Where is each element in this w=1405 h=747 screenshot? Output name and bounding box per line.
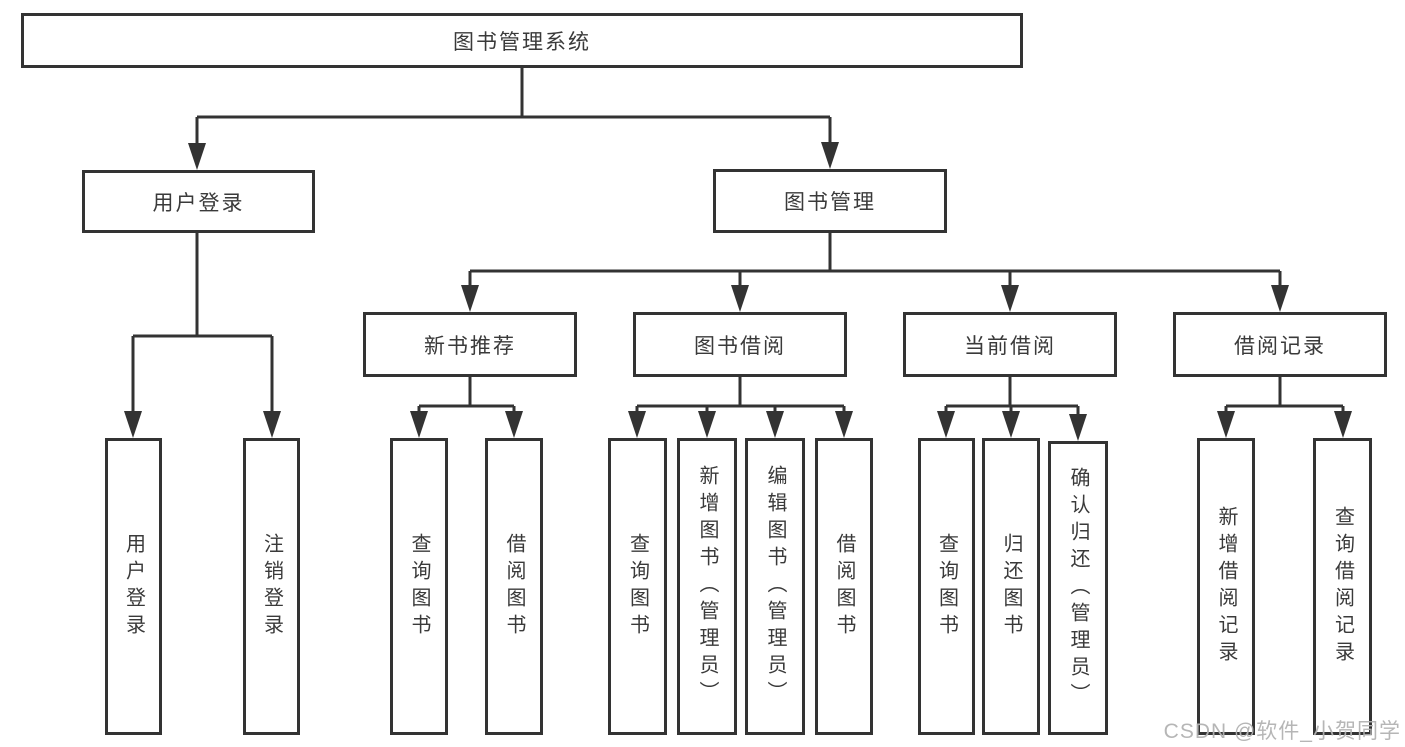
node-label: 归还图书 — [1000, 532, 1022, 641]
node-borrowing-records: 借阅记录 — [1173, 312, 1387, 377]
node-current-borrowing: 当前借阅 — [903, 312, 1117, 377]
node-label: 查询图书 — [626, 532, 649, 641]
node-label: 用户登录 — [152, 191, 245, 215]
node-borrow-borrow-books: 借阅图书 — [815, 438, 873, 735]
csdn-watermark: CSDN @软件_小贺同学 — [1163, 720, 1401, 743]
node-label: 查询借阅记录 — [1331, 505, 1354, 668]
node-label: 图书管理系统 — [453, 30, 591, 54]
node-label: 查询图书 — [935, 532, 958, 641]
node-borrow-add-books-admin: 新增图书（管理员） — [677, 438, 737, 735]
node-records-add-record: 新增借阅记录 — [1197, 438, 1255, 735]
node-current-return-books: 归还图书 — [982, 438, 1040, 735]
node-logout: 注销登录 — [243, 438, 300, 735]
node-label: 新书推荐 — [424, 334, 516, 358]
node-library-management-system: 图书管理系统 — [21, 13, 1023, 68]
node-label: 借阅记录 — [1234, 334, 1326, 358]
node-current-confirm-return-admin: 确认归还（管理员） — [1048, 441, 1108, 735]
node-recommend-query-books: 查询图书 — [390, 438, 448, 735]
node-recommend-borrow-books: 借阅图书 — [485, 438, 543, 735]
node-label: 图书借阅 — [694, 334, 786, 358]
node-label: 图书管理 — [784, 191, 876, 214]
node-records-query-record: 查询借阅记录 — [1313, 438, 1372, 735]
node-user-login-action: 用户登录 — [105, 438, 162, 735]
node-book-management: 图书管理 — [713, 169, 947, 233]
node-label: 借阅图书 — [833, 532, 855, 641]
node-new-book-recommend: 新书推荐 — [363, 312, 577, 377]
node-borrow-query-books: 查询图书 — [608, 438, 667, 735]
node-label: 注销登录 — [260, 532, 283, 641]
node-borrow-edit-books-admin: 编辑图书（管理员） — [745, 438, 805, 735]
node-label: 新增借阅记录 — [1215, 505, 1237, 668]
node-label: 查询图书 — [408, 532, 430, 641]
node-label: 编辑图书（管理员） — [764, 465, 786, 708]
node-book-borrowing: 图书借阅 — [633, 312, 847, 377]
node-user-login: 用户登录 — [82, 170, 315, 233]
node-label: 借阅图书 — [503, 532, 525, 641]
node-label: 用户登录 — [122, 532, 145, 641]
node-label: 确认归还（管理员） — [1067, 466, 1089, 710]
node-label: 当前借阅 — [964, 334, 1056, 358]
node-current-query-books: 查询图书 — [918, 438, 975, 735]
node-label: 新增图书（管理员） — [696, 465, 718, 708]
